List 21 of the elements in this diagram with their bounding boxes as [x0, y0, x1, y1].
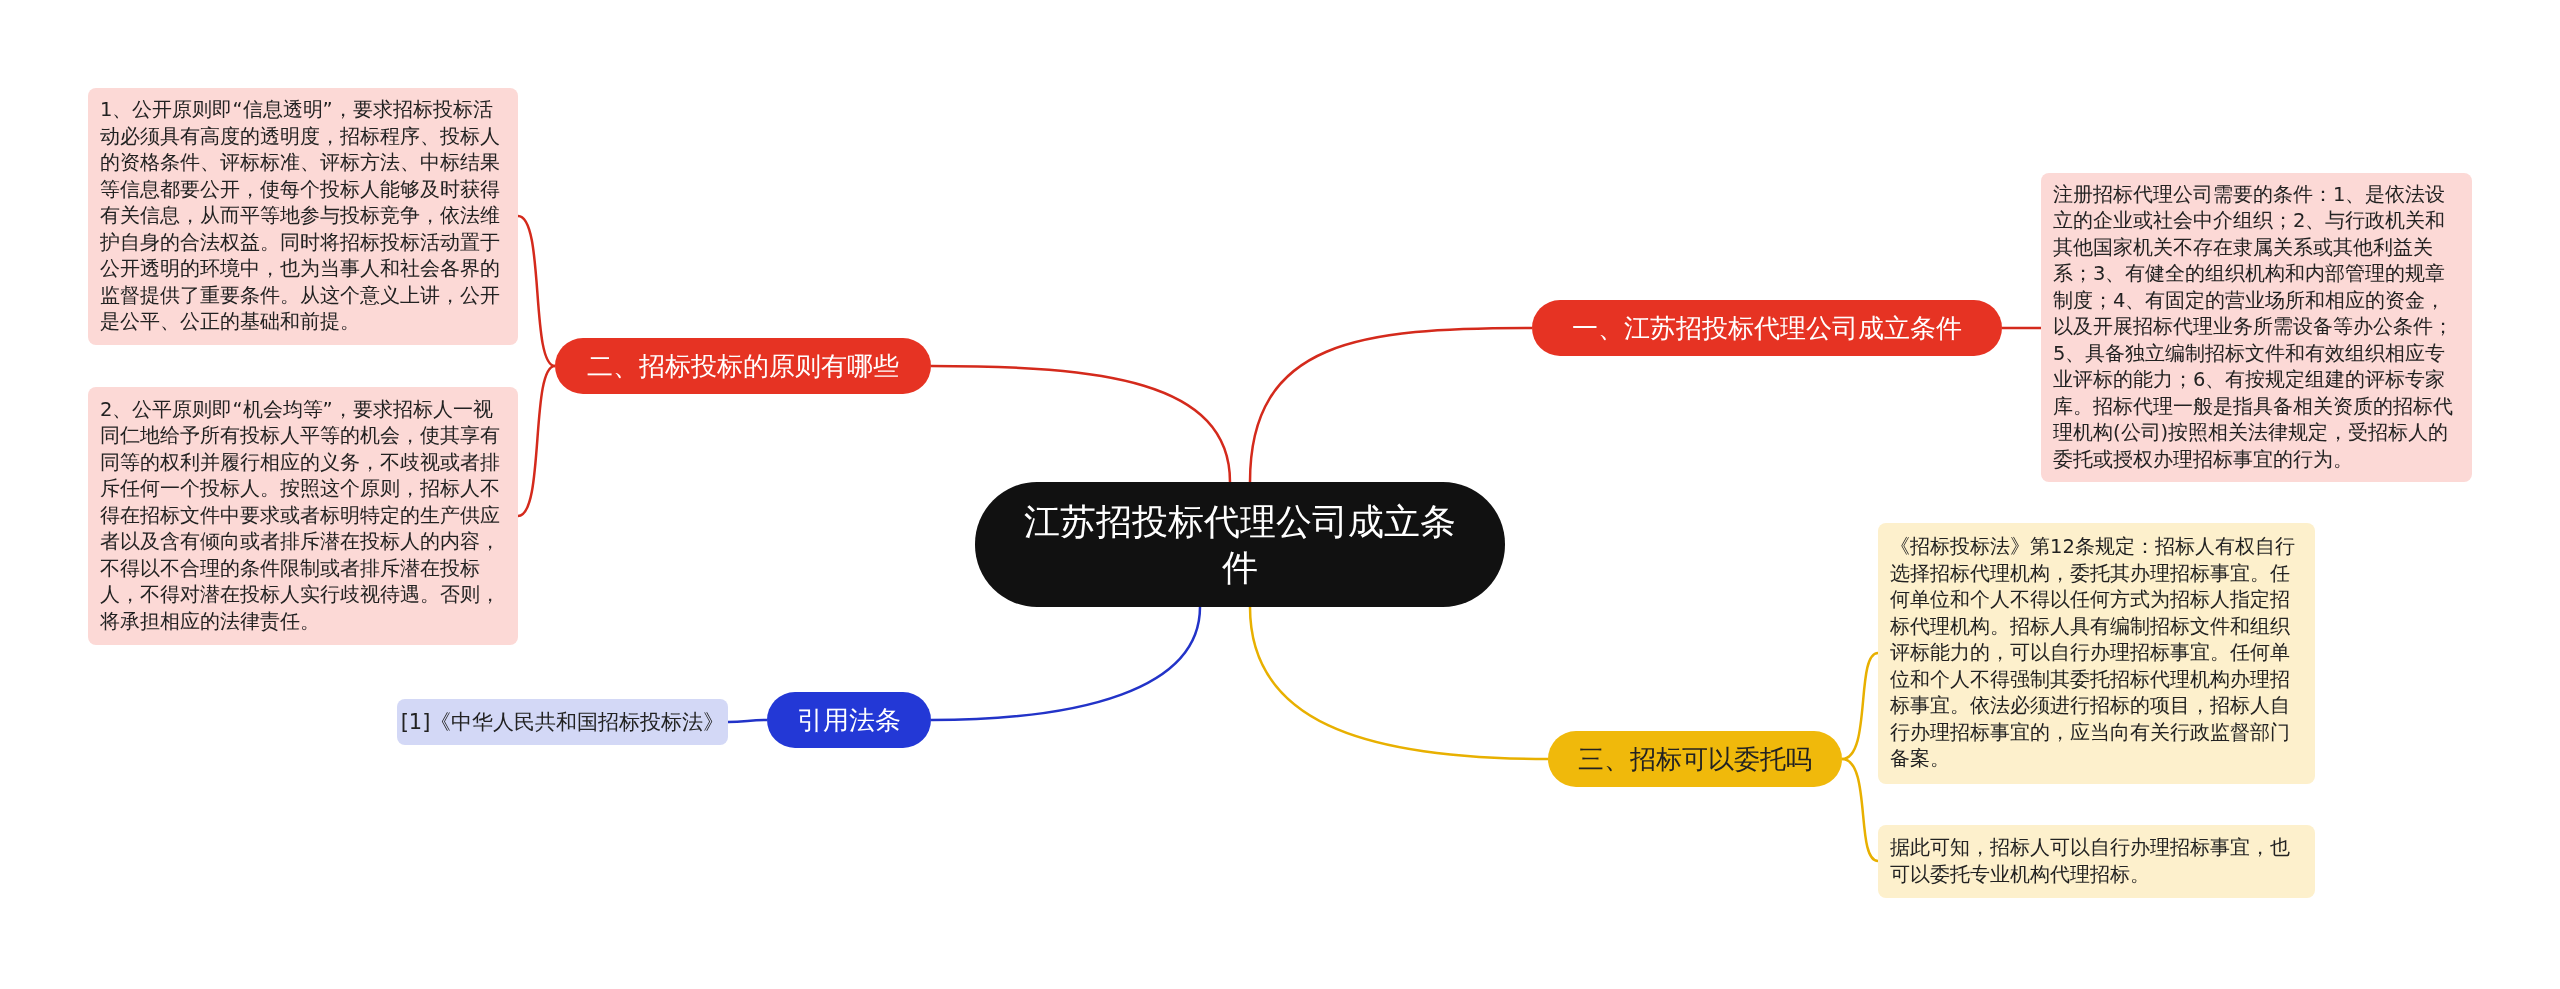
connector-line: [930, 606, 1202, 722]
note-card: 注册招标代理公司需要的条件：1、是依法设立的企业或社会中介组织；2、与行政机关和其他国家机关不存在隶属关系或其他利益关系；3、有健全的组织机构和内部管理的规章制度；4、有固定的营业场所和相应的资金，以及开展招标代理业务所需设备等办公条件；5、具备独立编制招标文件和有效组织相应专业评标的能力；6、有按规定组建的评标专家库。招标代理一般是指具备相关资质的招标代理机构(公司)按照相关法律规定，受招标人的委托或授权办理招标事宜的行为。: [2041, 173, 2472, 482]
central-topic: 江苏招投标代理公司成立条件: [975, 482, 1505, 607]
note-card: 据此可知，招标人可以自行办理招标事宜，也可以委托专业机构代理招标。: [1878, 825, 2315, 898]
connector-line: [728, 718, 767, 724]
branch-topic: 二、招标投标的原则有哪些: [555, 338, 931, 394]
branch-topic: 三、招标可以委托吗: [1548, 731, 1842, 787]
note-card: 2、公平原则即“机会均等”，要求招标人一视同仁地给予所有投标人平等的机会，使其享有同等的权利并履行相应的义务，不歧视或者排斥任何一个投标人。按照这个原则，招标人不得在招标文件中要求或者标明特定的生产供应者以及含有倾向或者排斥潜在投标人的内容，不得以不合理的条件限制或者排斥潜在投标人，不得对潜在投标人实行歧视待遇。否则，将承担相应的法律责任。: [88, 387, 518, 645]
connector-line: [1248, 606, 1549, 761]
note-card: 1、公开原则即“信息透明”，要求招标投标活动必须具有高度的透明度，招标程序、投标人的资格条件、评标标准、评标方法、中标结果等信息都要公开，使每个投标人能够及时获得有关信息，从而平等地参与投标竞争，依法维护自身的合法权益。同时将招标投标活动置于公开透明的环境中，也为当事人和社会各界的监督提供了重要条件。从这个意义上讲，公开是公平、公正的基础和前提。: [88, 88, 518, 345]
connector-line: [517, 364, 556, 518]
connector-line: [1841, 651, 1879, 761]
connector-line: [2002, 326, 2041, 330]
branch-topic: 引用法条: [767, 692, 931, 748]
note-card: 《招标投标法》第12条规定：招标人有权自行选择招标代理机构，委托其办理招标事宜。任何单位和个人不得以任何方式为招标人指定招标代理机构。招标人具有编制招标文件和组织评标能力的，可以自行办理招标事宜。任何单位和个人不得强制其委托招标代理机构办理招标事宜。依法必须进行招标的项目，招标人自行办理招标事宜的，应当向有关行政监督部门备案。: [1878, 523, 2315, 784]
connector-line: [1841, 757, 1879, 863]
connector-line: [931, 364, 1232, 483]
connector-line: [1248, 326, 1532, 483]
note-card: [1]《中华人民共和国招标投标法》: [397, 699, 728, 745]
branch-topic: 一、江苏招投标代理公司成立条件: [1532, 300, 2002, 356]
connector-line: [517, 214, 556, 368]
